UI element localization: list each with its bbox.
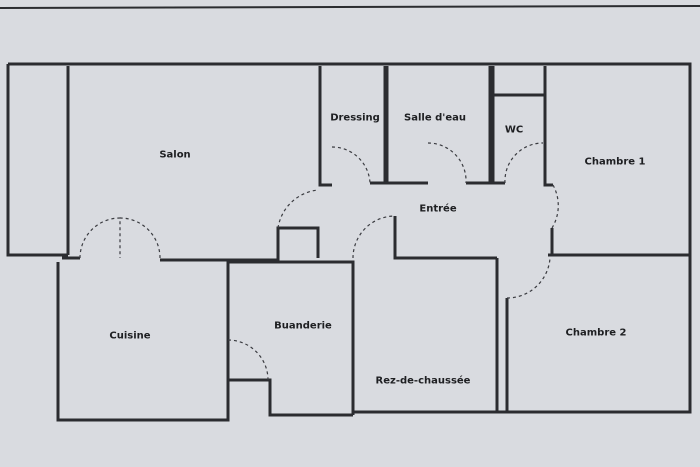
room-label-salle-deau: Salle d'eau: [404, 112, 466, 124]
header-rule: [0, 5, 700, 9]
room-label-chambre-1: Chambre 1: [584, 156, 646, 168]
door-swings: [79, 142, 559, 381]
room-label-dressing: Dressing: [330, 112, 380, 124]
room-label-cuisine: Cuisine: [109, 330, 151, 342]
room-label-buanderie: Buanderie: [274, 320, 332, 332]
floor-label: Rez-de-chaussée: [375, 375, 471, 387]
room-label-wc: WC: [504, 124, 524, 136]
room-label-salon: Salon: [159, 149, 191, 161]
room-label-entree: Entrée: [419, 203, 457, 215]
room-label-chambre-2: Chambre 2: [565, 327, 627, 339]
walls: [6, 62, 692, 422]
